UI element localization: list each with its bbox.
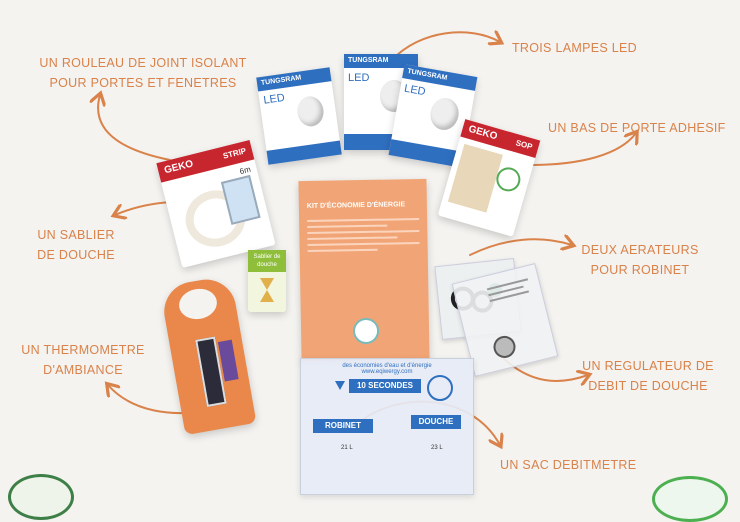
regulator-icon — [491, 333, 518, 361]
arrow-aerateurs — [469, 239, 572, 256]
bag-timer: 10 SECONDES — [349, 379, 421, 393]
bag-note: des économies d'eau et d'énergie — [342, 363, 432, 369]
hourglass-icon — [260, 278, 274, 290]
label-lampes: TROIS LAMPES LED — [512, 41, 637, 55]
bag-val1: 21 L — [341, 445, 353, 451]
lamp-type: LED — [348, 72, 370, 84]
geko-brand: GEKO — [163, 158, 195, 177]
geko-strip: STRIP — [222, 146, 248, 161]
arrow-lampes — [391, 32, 500, 61]
energy-kit-guide: KIT D'ÉCONOMIE D'ÉNERGIE — [298, 178, 430, 362]
stopwatch-icon — [427, 375, 453, 401]
bag-douche: DOUCHE — [411, 415, 461, 429]
guide-title: KIT D'ÉCONOMIE D'ÉNERGIE — [306, 201, 406, 210]
label-bas-porte: UN BAS DE PORTE ADHESIF — [548, 121, 726, 135]
bag-robinet: ROBINET — [313, 419, 373, 433]
bag-val2: 23 L — [431, 445, 443, 451]
hourglass-icon — [335, 381, 345, 390]
recycle-logo-icon — [8, 474, 74, 520]
sablier-box: Sablier de douche — [248, 250, 286, 312]
flowmeter-bag: des économies d'eau et d'énergie www.eqi… — [300, 358, 474, 495]
lamp-box-1: TUNGSRAM LED — [256, 67, 342, 165]
guide-logo-icon — [352, 317, 380, 345]
label-sac: UN SAC DEBITMETRE — [500, 458, 637, 472]
lamp-brand: TUNGSRAM — [344, 54, 418, 68]
green-badge-icon — [652, 476, 728, 522]
arrow-bas-porte — [529, 133, 636, 166]
geko-brand: GEKO — [467, 123, 499, 143]
geko-sop: SOP — [514, 138, 534, 152]
hanger-hole — [176, 285, 220, 323]
sablier-name: Sablier de douche — [248, 250, 286, 272]
bag-url: www.eqiwergy.com — [361, 369, 413, 375]
arrow-joint — [98, 95, 171, 161]
